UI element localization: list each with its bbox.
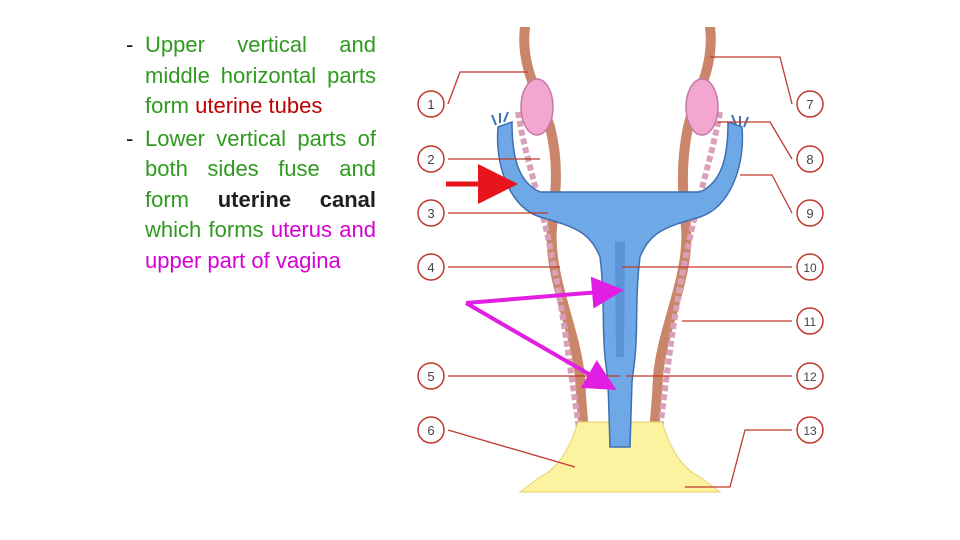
bullet-list: - Upper vertical and middle horizontal p… — [126, 30, 376, 278]
label-number: 5 — [427, 369, 434, 384]
label-circle: 8 — [797, 146, 823, 172]
label-number: 4 — [427, 260, 434, 275]
fused-canal-lumen — [615, 242, 625, 357]
label-circle: 3 — [418, 200, 444, 226]
label-number: 3 — [427, 206, 434, 221]
label-number: 13 — [803, 424, 817, 438]
bullet-dash: - — [126, 30, 133, 61]
label-circle: 5 — [418, 363, 444, 389]
paramesonephric-duct-diagram: 1 2 3 4 5 6 — [400, 27, 841, 515]
ovary-left — [521, 79, 553, 135]
label-number: 12 — [803, 370, 817, 384]
bullet-dash: - — [126, 124, 133, 155]
label-number: 6 — [427, 423, 434, 438]
label-circle: 9 — [797, 200, 823, 226]
right-labels: 7 8 9 10 11 12 — [797, 91, 823, 443]
text-run: which forms — [145, 217, 271, 242]
label-circle: 1 — [418, 91, 444, 117]
text-run: uterine tubes — [195, 93, 322, 118]
label-number: 11 — [804, 315, 817, 329]
label-circle: 6 — [418, 417, 444, 443]
bullet-text: Lower vertical parts of both sides fuse … — [145, 124, 376, 277]
label-circle: 10 — [797, 254, 823, 280]
label-number: 8 — [806, 152, 813, 167]
left-labels: 1 2 3 4 5 6 — [418, 91, 444, 443]
label-circle: 11 — [797, 308, 823, 334]
label-circle: 13 — [797, 417, 823, 443]
label-number: 10 — [803, 261, 817, 275]
label-circle: 4 — [418, 254, 444, 280]
label-number: 1 — [427, 97, 434, 112]
label-number: 9 — [806, 206, 813, 221]
embryology-diagram: 1 2 3 4 5 6 — [400, 27, 841, 515]
label-number: 2 — [427, 152, 434, 167]
text-run: uterine canal — [218, 187, 376, 212]
bullet-uterine-tubes: - Upper vertical and middle horizontal p… — [126, 30, 376, 122]
label-number: 7 — [806, 97, 813, 112]
label-circle: 2 — [418, 146, 444, 172]
label-circle: 7 — [797, 91, 823, 117]
ovary-right — [686, 79, 718, 135]
bullet-uterine-canal: - Lower vertical parts of both sides fus… — [126, 124, 376, 277]
label-circle: 12 — [797, 363, 823, 389]
bullet-text: Upper vertical and middle horizontal par… — [145, 30, 376, 122]
fimbriae-left — [492, 112, 508, 125]
